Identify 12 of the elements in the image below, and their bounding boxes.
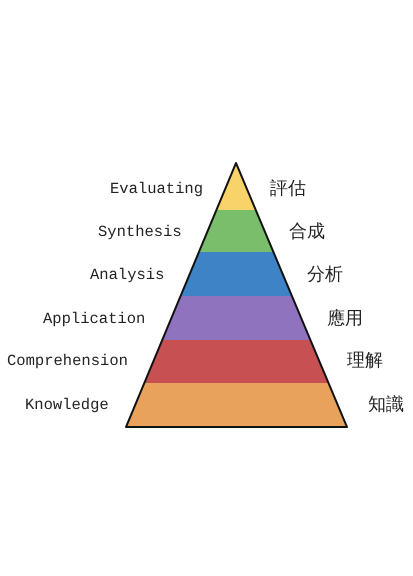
tier-label: Comprehension [7,352,128,370]
tier-translation-label: 應用 [327,308,363,330]
tier-label: Application [43,310,146,328]
tier-translation-label: 合成 [289,221,325,243]
tier-translation-label: 理解 [347,350,383,372]
tier-label: Analysis [90,266,164,284]
tier-translation-label: 分析 [307,264,343,286]
tier-label: Evaluating [110,180,204,198]
tier-translation-label: 知識 [368,394,404,416]
tier-label: Knowledge [25,396,109,414]
tier-label: Synthesis [98,222,182,242]
tier-translation-label: 評估 [270,178,306,200]
